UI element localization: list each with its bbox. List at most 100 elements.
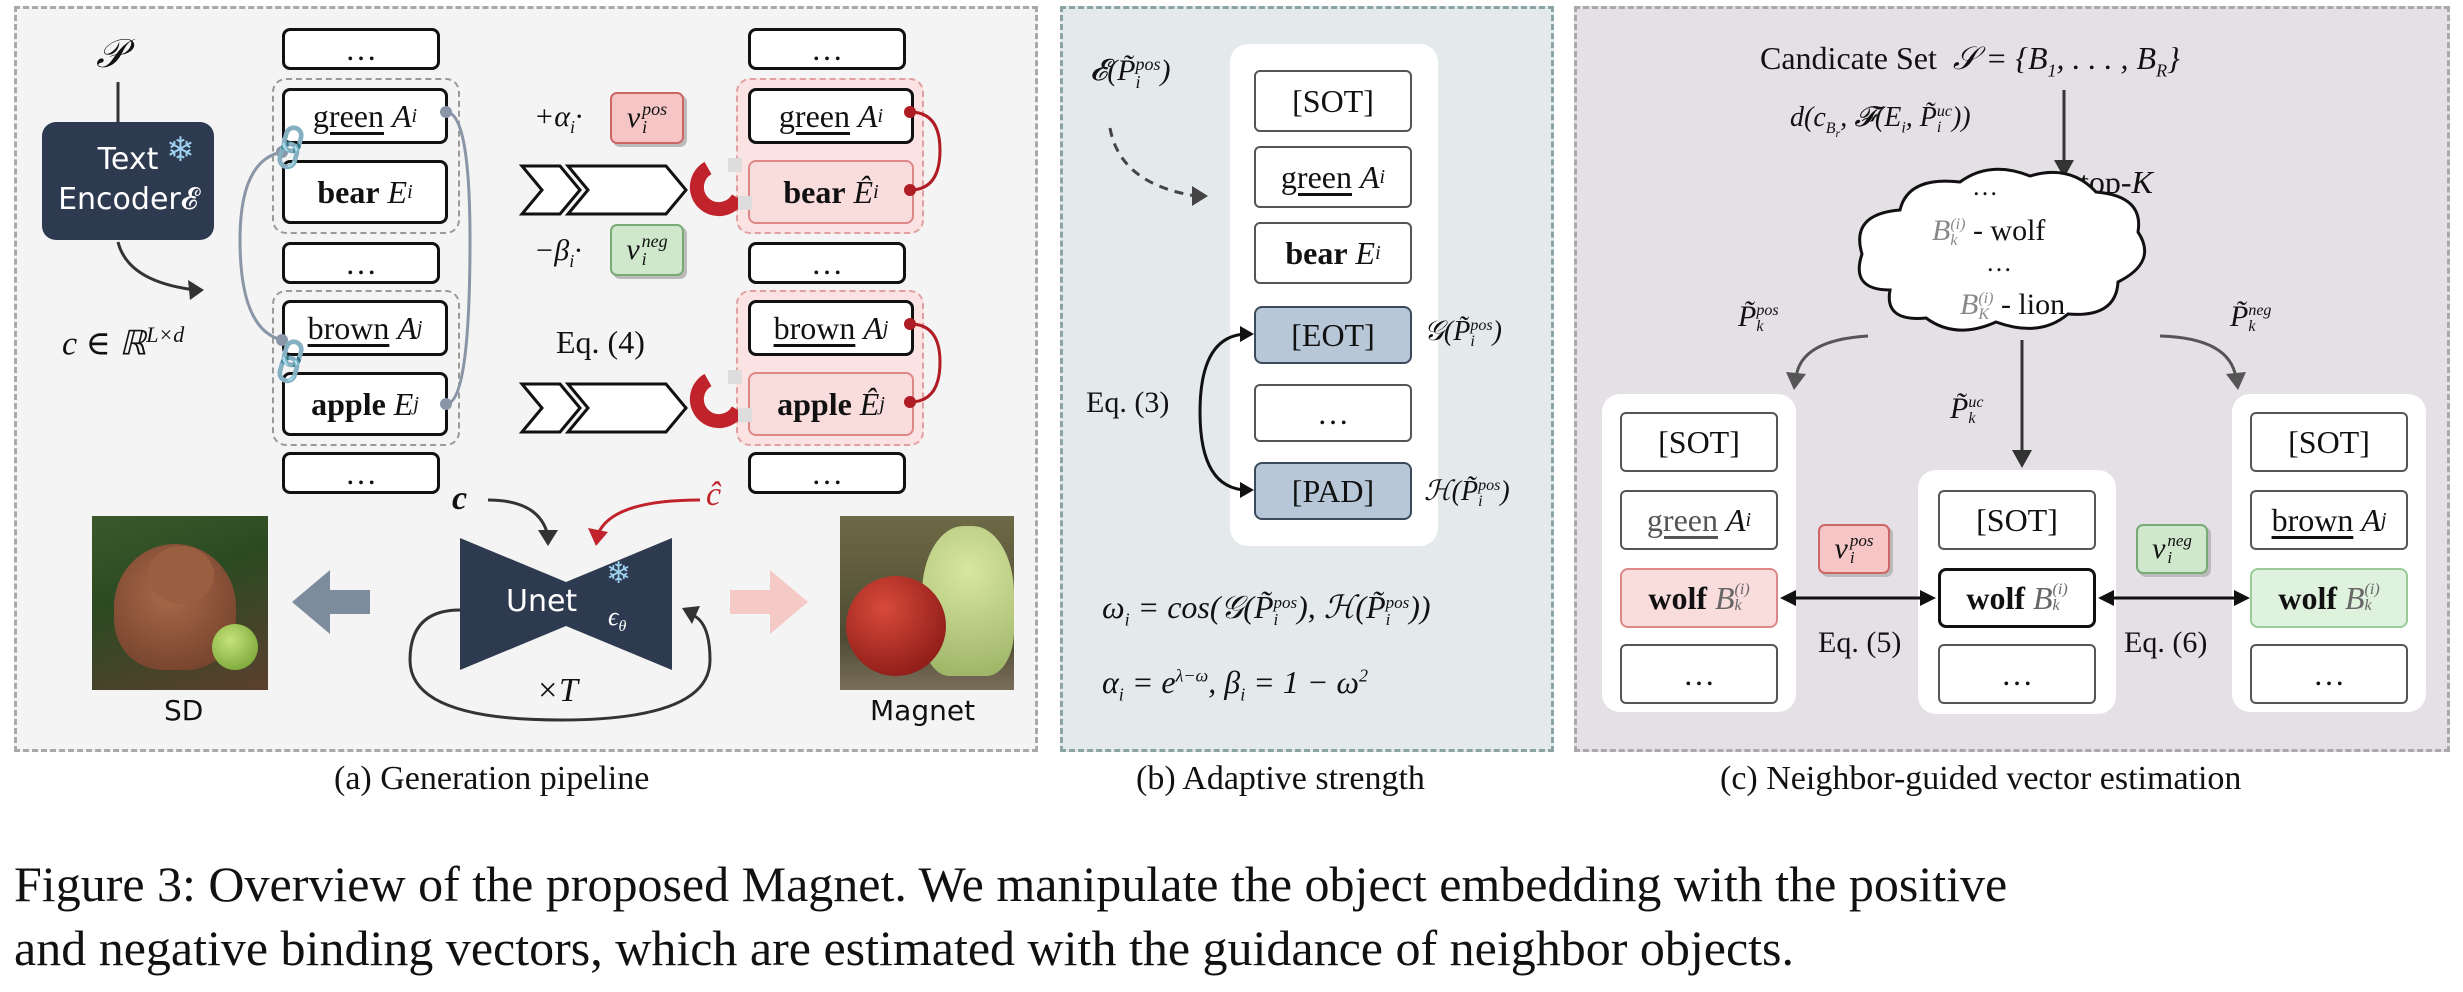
- sub-i: i: [1240, 684, 1246, 705]
- eq3-label: Eq. (3): [1086, 386, 1170, 419]
- theta-sub: θ: [618, 618, 627, 636]
- sub-j: j: [2380, 508, 2387, 531]
- alpha-symbol: +α: [534, 100, 570, 133]
- sub-k: k: [2248, 318, 2256, 336]
- bear-head: [148, 546, 214, 604]
- uc-token-ellipsis: …: [1938, 644, 2096, 704]
- cloud-wolf-neighbor: B(i)k - wolf: [1932, 214, 2045, 249]
- sub-i: i: [642, 117, 648, 137]
- sup-pos: pos: [642, 99, 668, 119]
- beta-symbol: −β: [534, 234, 570, 267]
- b-token-ellipsis: …: [1254, 384, 1412, 442]
- token-link-curves: [238, 106, 472, 410]
- snowflake-icon: ❄: [606, 557, 632, 590]
- sub-i: i: [2167, 548, 2173, 567]
- symbol-A: A: [391, 97, 412, 134]
- magnet-icon: [689, 370, 752, 429]
- symbol-E: E: [387, 173, 408, 210]
- topk-K: K: [2131, 164, 2153, 200]
- sup-i: (i): [1978, 290, 1994, 308]
- close-paren: ): [1500, 476, 1510, 507]
- sub-i: i: [1936, 118, 1942, 136]
- candidate-text: Candicate Set: [1760, 40, 1937, 76]
- embedding-dimension-label: c ∈ ℝL×d: [62, 322, 184, 363]
- dist-P-part: , P̃: [1905, 102, 1937, 133]
- sd-label: SD: [164, 694, 204, 727]
- omega-symbol: ω: [1102, 589, 1125, 625]
- sd-generated-image: [92, 516, 268, 690]
- sub-i: i: [877, 104, 884, 127]
- v-symbol: v: [1834, 532, 1848, 565]
- text-encoder-block: Text Encoder𝓔 ❄: [42, 122, 214, 240]
- token-ellipsis-top: …: [282, 28, 440, 70]
- symbol-E: E: [393, 385, 414, 422]
- ellipsis-text: …: [1317, 394, 1349, 431]
- mod-token-ellipsis-bottom: …: [748, 452, 906, 494]
- sub-i: i: [1849, 548, 1855, 567]
- alpha-weight-label: +αi·: [534, 100, 583, 138]
- sup-i: (i): [2052, 581, 2068, 598]
- sub-K: K: [1978, 306, 1989, 324]
- unet-block: [460, 538, 672, 670]
- neg-token-wolf: wolf B(i)k: [2250, 568, 2408, 628]
- magnet-generated-image: [840, 516, 1014, 690]
- b-token-pad: [PAD]: [1254, 462, 1412, 520]
- token-ellipsis-bottom: …: [282, 452, 440, 494]
- sub-i: i: [411, 104, 418, 127]
- token-ellipsis-middle: …: [282, 242, 440, 284]
- B-symbol: B: [1715, 579, 1735, 616]
- times-T-label: ×T: [536, 672, 578, 709]
- word-bear: bear: [783, 173, 846, 210]
- b-token-sot: [SOT]: [1254, 70, 1412, 132]
- eq3-bracket-arrow: [1198, 326, 1254, 498]
- sub-i: i: [1478, 492, 1483, 510]
- ellipsis-text: …: [345, 244, 377, 281]
- dashed-curve-arrow: [1108, 127, 1208, 206]
- sup-uc: uc: [1968, 394, 1984, 412]
- pos-token-wolf: wolf B(i)k: [1620, 568, 1778, 628]
- c-hat-arrow: [588, 498, 701, 546]
- sub-i: i: [1135, 72, 1141, 93]
- candidate-down-arrow: [2054, 90, 2074, 178]
- neg-token-ellipsis: …: [2250, 644, 2408, 704]
- epsilon-theta-label: ϵθ: [608, 602, 626, 636]
- neg-token-sot: [SOT]: [2250, 412, 2408, 472]
- word-green: green: [778, 97, 850, 134]
- ellipsis-text: …: [345, 30, 377, 67]
- modified-embedding-c-hat-label: ĉ: [706, 476, 722, 513]
- sub-i: i: [407, 180, 413, 203]
- word-green: green: [312, 97, 384, 134]
- magnet-label: Magnet: [870, 694, 976, 727]
- P-tilde: P̃: [2230, 300, 2249, 333]
- epsilon-symbol: ϵ: [608, 602, 619, 631]
- symbol-A: A: [1725, 501, 1746, 538]
- group-brown-apple: [272, 290, 460, 446]
- sup-pos: pos: [1135, 54, 1161, 75]
- sub-k: k: [2052, 597, 2060, 614]
- symbol-A: A: [1359, 158, 1380, 195]
- sot-text: [SOT]: [1292, 82, 1374, 119]
- snowflake-icon: ❄: [166, 130, 195, 170]
- sup-pos: pos: [1470, 316, 1493, 334]
- omega-cos-part: = cos(𝒢(P̃: [1129, 589, 1274, 625]
- sup-pos: pos: [1385, 592, 1410, 612]
- sup-neg: neg: [2248, 302, 2272, 320]
- figure-caption-line1: Figure 3: Overview of the proposed Magne…: [14, 856, 2008, 912]
- P-tilde: P̃: [1738, 300, 1757, 333]
- wolf-text: - wolf: [1965, 214, 2046, 247]
- ellipsis-text: …: [811, 454, 843, 491]
- prompt-to-encoder-line: [116, 82, 120, 124]
- dist-prefix: d(c: [1790, 102, 1826, 133]
